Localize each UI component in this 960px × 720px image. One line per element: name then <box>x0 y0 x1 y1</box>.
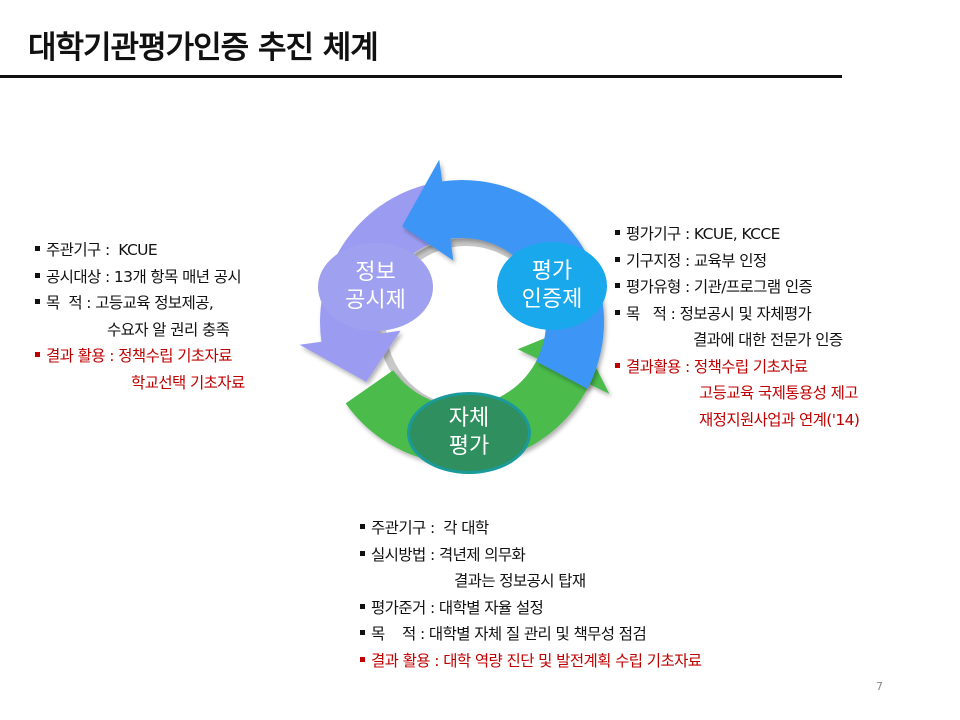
bullet-icon <box>615 309 620 315</box>
slide-title: 대학기관평가인증 추진 체계 <box>28 30 379 66</box>
bullet-icon <box>35 299 40 304</box>
detail-text: 평가유형 : 기관/프로그램 인증 <box>626 278 813 296</box>
bullet-icon <box>615 230 620 235</box>
detail-text: 결과는 정보공시 탑재 <box>454 572 586 590</box>
detail-line: 결과 활용 : 대학 역량 진단 및 발전계획 수립 기초자료 <box>360 648 702 675</box>
bullet-icon <box>615 256 620 262</box>
bullet-icon <box>360 550 365 556</box>
page-number: 7 <box>876 680 883 693</box>
detail-text: 학교선택 기초자료 <box>131 373 245 392</box>
detail-text: 목 적 : 대학별 자체 질 관리 및 책무성 점검 <box>371 625 647 643</box>
bullet-icon <box>360 524 365 529</box>
bullet-icon <box>360 656 365 662</box>
node-accreditation: 평가 인증제 <box>497 242 607 330</box>
bullet-icon <box>35 272 40 278</box>
detail-text: 목 적 : 고등교육 정보제공, <box>46 294 214 312</box>
detail-text: 공시대상 : 13개 항목 매년 공시 <box>46 267 242 286</box>
detail-line: 학교선택 기초자료 <box>35 370 245 397</box>
detail-text: 수요자 알 권리 충족 <box>107 320 230 339</box>
detail-line: 실시방법 : 격년제 의무화 <box>360 542 701 569</box>
detail-line: 평가유형 : 기관/프로그램 인증 <box>615 274 859 301</box>
detail-text: 고등교육 국제통용성 제고 <box>699 384 859 402</box>
bullet-icon <box>615 362 620 368</box>
node-self-eval: 자체 평가 <box>407 392 531 474</box>
detail-text: 재정지원사업과 연계('14) <box>699 410 860 429</box>
detail-line: 결과활용 : 정책수립 기초자료 <box>615 354 859 381</box>
bullet-icon <box>360 630 365 635</box>
bullet-icon <box>615 283 620 288</box>
detail-text: 기구지정 : 교육부 인정 <box>626 251 767 270</box>
detail-text: 결과활용 : 정책수립 기초자료 <box>626 357 808 376</box>
detail-text: 실시방법 : 격년제 의무화 <box>371 545 526 564</box>
detail-line: 재정지원사업과 연계('14) <box>615 407 860 434</box>
title-divider <box>0 75 842 78</box>
detail-text: 목 적 : 정보공시 및 자체평가 <box>626 304 812 323</box>
detail-line: 목 적 : 대학별 자체 질 관리 및 책무성 점검 <box>360 621 701 648</box>
detail-line: 평가준거 : 대학별 자율 설정 <box>360 595 701 622</box>
detail-line: 평가기구 : KCUE, KCCE <box>615 221 859 248</box>
detail-text: 평가준거 : 대학별 자율 설정 <box>371 598 544 617</box>
bullet-icon <box>35 246 40 251</box>
detail-line: 목 적 : 정보공시 및 자체평가 <box>615 301 859 328</box>
detail-text: 평가기구 : KCUE, KCCE <box>626 225 780 243</box>
detail-line: 목 적 : 고등교육 정보제공, <box>35 290 245 317</box>
detail-text: 결과 활용 : 대학 역량 진단 및 발전계획 수립 기초자료 <box>371 651 702 670</box>
detail-line: 주관기구 : KCUE <box>35 237 245 264</box>
detail-text: 결과에 대한 전문가 인증 <box>693 331 843 349</box>
detail-line: 결과는 정보공시 탑재 <box>360 568 701 595</box>
detail-line: 결과에 대한 전문가 인증 <box>615 327 859 354</box>
detail-line: 고등교육 국제통용성 제고 <box>615 380 859 407</box>
detail-text: 주관기구 : KCUE <box>46 241 158 259</box>
detail-line: 기구지정 : 교육부 인정 <box>615 248 859 275</box>
arrow-to-disclosure-icon <box>402 159 605 389</box>
detail-text: 주관기구 : 각 대학 <box>371 519 489 537</box>
detail-line: 결과 활용 : 정책수립 기초자료 <box>35 343 245 370</box>
detail-line: 수요자 알 권리 충족 <box>35 317 245 344</box>
bullet-icon <box>360 603 365 609</box>
detail-text: 결과 활용 : 정책수립 기초자료 <box>46 347 232 365</box>
detail-line: 주관기구 : 각 대학 <box>360 515 701 542</box>
bullet-icon <box>35 352 40 357</box>
detail-line: 공시대상 : 13개 항목 매년 공시 <box>35 264 245 291</box>
node-disclosure: 정보 공시제 <box>318 243 433 331</box>
